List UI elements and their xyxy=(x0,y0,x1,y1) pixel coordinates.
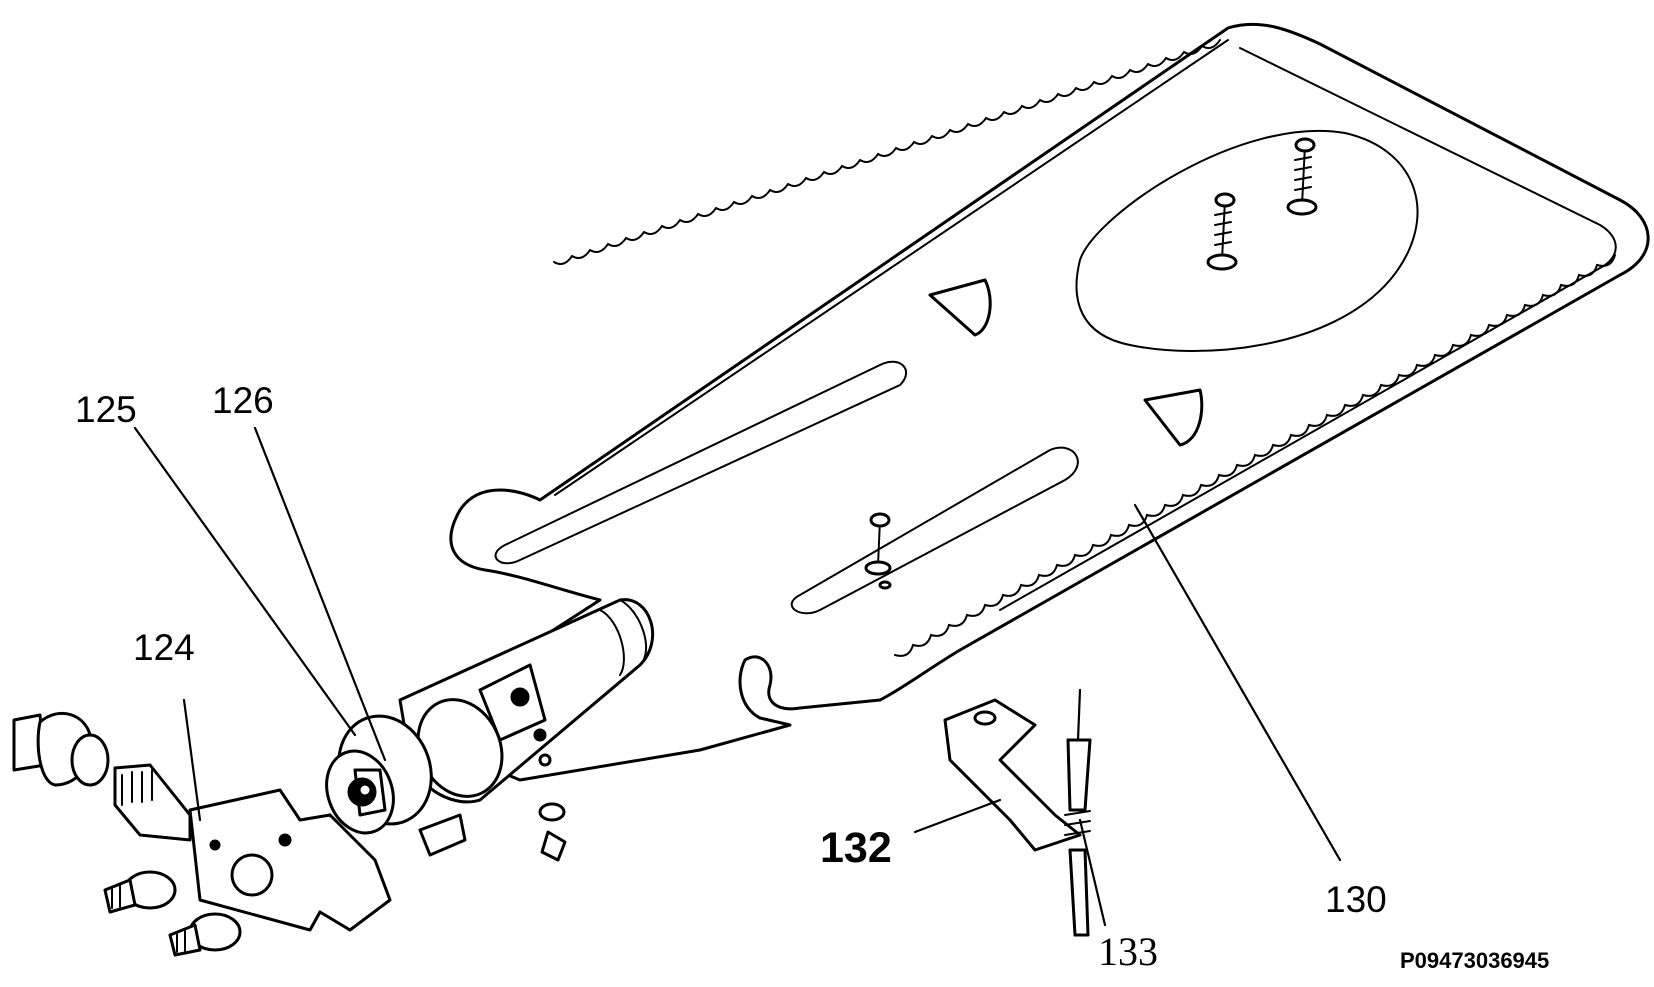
screw-icon xyxy=(1286,137,1318,216)
part-label-132: 132 xyxy=(820,824,892,872)
gas-supply-pipe xyxy=(12,711,192,842)
screw-icon xyxy=(1206,192,1238,271)
burner-tube xyxy=(398,598,655,804)
leader-line-126 xyxy=(253,426,387,762)
screw-icon xyxy=(864,512,892,590)
part-label-126: 126 xyxy=(212,380,274,421)
part-label-125: 125 xyxy=(75,389,137,430)
leader-line-133 xyxy=(1078,818,1107,927)
leader-line-125 xyxy=(133,426,357,737)
leader-line-130 xyxy=(1133,503,1342,862)
ignition-electrode xyxy=(1064,688,1092,937)
screw-icon xyxy=(168,912,242,957)
injector-nozzle xyxy=(325,714,467,857)
screw-icon xyxy=(103,870,177,914)
part-label-133: 133 xyxy=(1098,929,1158,974)
leader-line-132 xyxy=(913,798,1002,834)
electrode-bracket xyxy=(943,698,1082,852)
part-label-124: 124 xyxy=(133,627,195,668)
burner-bracket xyxy=(188,788,392,932)
drawing-code: P09473036945 xyxy=(1400,948,1549,973)
leader-line-124 xyxy=(182,698,202,822)
burner-plate xyxy=(442,22,1650,782)
part-label-130: 130 xyxy=(1325,879,1387,920)
screw-icon xyxy=(538,802,567,862)
